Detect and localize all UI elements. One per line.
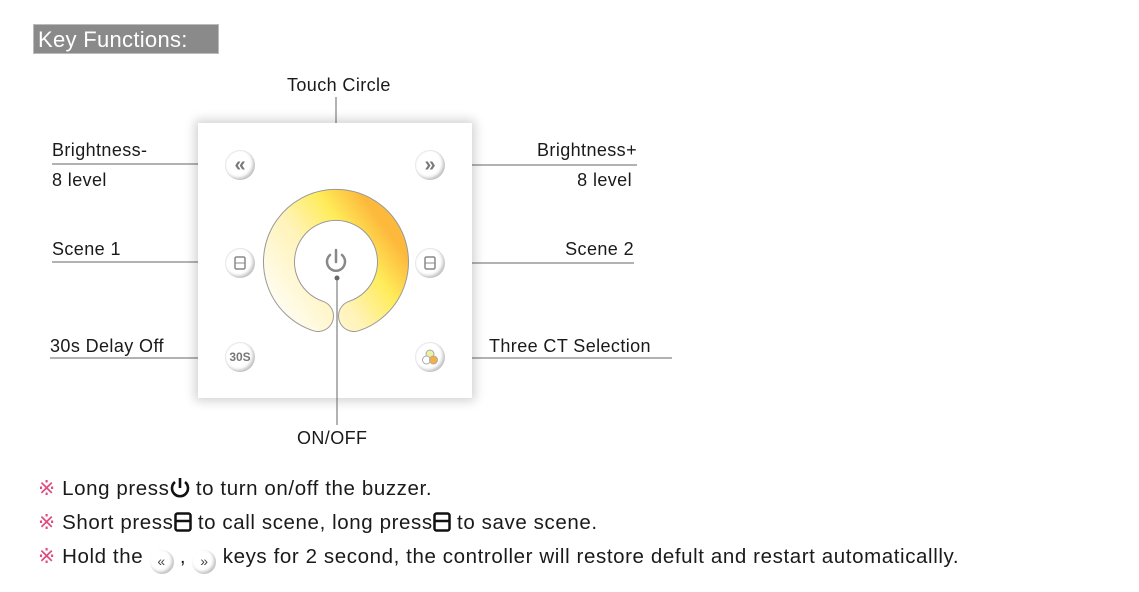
save-icon xyxy=(173,512,192,532)
label-brightness-minus-levels: 8 level xyxy=(52,170,107,190)
label-scene2: Scene 2 xyxy=(565,239,634,259)
note-text: to turn on/off the buzzer. xyxy=(195,477,433,500)
note-text: Short press xyxy=(62,511,174,534)
label-brightness-plus: Brightness+ xyxy=(537,140,637,160)
scene2-button[interactable] xyxy=(415,248,445,278)
section-header: Key Functions: xyxy=(33,24,219,54)
chevrons-left-icon: « xyxy=(150,550,174,574)
note-mark: ※ xyxy=(38,477,56,500)
note-text: Long press xyxy=(62,477,170,500)
save-icon xyxy=(433,512,451,532)
label-delay-off: 30s Delay Off xyxy=(50,336,164,356)
note-text: to call scene, long press xyxy=(197,511,433,534)
note-restore: ※ Hold the « , » keys for 2 second, the … xyxy=(38,544,959,574)
label-brightness-plus-levels: 8 level xyxy=(577,170,632,190)
save-icon xyxy=(234,256,246,270)
label-on-off: ON/OFF xyxy=(297,428,368,448)
note-text: keys for 2 second, the controller will r… xyxy=(222,545,960,568)
label-scene1: Scene 1 xyxy=(52,239,121,259)
label-brightness-minus: Brightness- xyxy=(52,140,148,160)
power-icon xyxy=(325,248,347,272)
scene1-button[interactable] xyxy=(225,248,255,278)
brightness-minus-button[interactable]: « xyxy=(225,150,255,180)
label-touch-circle: Touch Circle xyxy=(287,75,391,95)
note-text: Hold the xyxy=(62,545,144,568)
label-ct-selection: Three CT Selection xyxy=(489,336,651,356)
delay-off-button[interactable]: 30S xyxy=(225,342,255,372)
chevrons-left-icon: « xyxy=(234,153,246,176)
chevrons-right-icon: » xyxy=(192,550,216,574)
note-mark: ※ xyxy=(38,511,56,534)
save-icon xyxy=(424,256,436,270)
note-buzzer: ※ Long press to turn on/off the buzzer. xyxy=(38,476,432,501)
delay-label: 30S xyxy=(229,350,251,364)
brightness-plus-button[interactable]: » xyxy=(415,150,445,180)
note-separator: , xyxy=(179,545,187,568)
ct-selection-button[interactable] xyxy=(415,342,445,372)
chevrons-right-icon: » xyxy=(424,153,436,176)
note-mark: ※ xyxy=(38,545,56,568)
power-icon xyxy=(170,478,189,498)
three-circles-icon xyxy=(422,349,438,365)
note-scene: ※ Short press to call scene, long press … xyxy=(38,510,598,535)
note-text: to save scene. xyxy=(457,511,598,534)
